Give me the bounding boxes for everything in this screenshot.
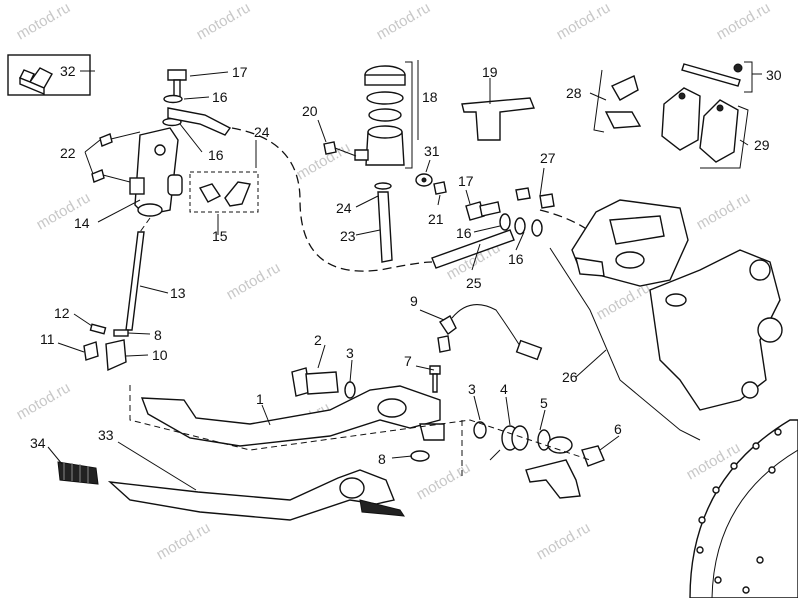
- spring-5: [537, 429, 573, 454]
- watermark: motod.ru: [554, 0, 614, 43]
- kit-15: [189, 171, 259, 213]
- callout-12: 12: [54, 305, 70, 321]
- callout-labels: 32 17 16 16 24 22 14 15 13 12 8 11 10 20…: [30, 63, 782, 467]
- callout-11: 11: [40, 331, 55, 347]
- watermark: motod.ru: [194, 0, 254, 43]
- pin-30: [681, 61, 753, 93]
- return-spring-4: [489, 425, 529, 461]
- pushrod-13: [125, 217, 151, 331]
- washer-3a: [344, 381, 356, 399]
- watermark: motod.ru: [154, 519, 214, 563]
- callout-13: 13: [170, 285, 186, 301]
- callout-3: 3: [346, 345, 354, 361]
- callout-25: 25: [466, 275, 482, 291]
- callout-4: 4: [500, 381, 508, 397]
- hose-route: [231, 127, 433, 272]
- caliper-carrier-26: [649, 249, 783, 411]
- callout-14: 14: [74, 215, 90, 231]
- callout-8: 8: [378, 451, 386, 467]
- callout-29: 29: [754, 137, 770, 153]
- nut-21: [433, 181, 447, 195]
- callout-17: 17: [232, 64, 248, 80]
- callout-31: 31: [424, 143, 440, 159]
- callout-34: 34: [30, 435, 46, 451]
- bleeder-27: [515, 187, 555, 209]
- pivot-bolt-2: [291, 367, 339, 397]
- leaders: [47, 60, 762, 491]
- callout-32: 32: [60, 63, 76, 79]
- watermark: motod.ru: [224, 259, 284, 303]
- callout-21: 21: [428, 211, 444, 227]
- callout-6: 6: [614, 421, 622, 437]
- small-parts-8-10-11-12: [83, 323, 129, 372]
- bolts-22: [91, 131, 141, 183]
- brake-pads-29: [661, 87, 749, 169]
- callout-18: 18: [422, 89, 438, 105]
- washer-31: [415, 173, 433, 187]
- brake-hose-25: [431, 229, 515, 269]
- callout-16: 16: [212, 89, 228, 105]
- callout-1: 1: [256, 391, 264, 407]
- bracket-19: [461, 97, 535, 141]
- callout-16: 16: [456, 225, 472, 241]
- callout-24: 24: [254, 124, 270, 140]
- bolt-20: [323, 141, 357, 157]
- callout-10: 10: [152, 347, 168, 363]
- sensor-9: [437, 304, 543, 361]
- bolt-17: [167, 69, 187, 99]
- callout-20: 20: [302, 103, 318, 119]
- callout-16: 16: [508, 251, 524, 267]
- callout-2: 2: [314, 332, 322, 348]
- washers-16b: [499, 213, 543, 237]
- pin-8b: [410, 450, 430, 462]
- callout-15: 15: [212, 228, 228, 244]
- leader-26: [549, 247, 701, 441]
- watermark: motod.ru: [374, 0, 434, 43]
- callout-24: 24: [336, 200, 352, 216]
- callout-19: 19: [482, 64, 498, 80]
- callout-17: 17: [458, 173, 474, 189]
- gear-lever-33: [107, 469, 405, 521]
- spring-clip-28: [593, 69, 642, 133]
- watermark: motod.ru: [694, 189, 754, 233]
- callout-8: 8: [154, 327, 162, 343]
- clip-32: [7, 54, 91, 96]
- bolt-17b: [465, 201, 501, 221]
- callout-33: 33: [98, 427, 114, 443]
- reservoir-18: [354, 61, 413, 169]
- axis-line: [129, 385, 591, 461]
- callout-23: 23: [340, 228, 356, 244]
- washer-3b: [473, 421, 487, 439]
- callout-22: 22: [60, 145, 76, 161]
- callout-26: 26: [562, 369, 578, 385]
- caliper: [571, 199, 689, 287]
- watermark: motod.ru: [714, 0, 774, 43]
- watermark: motod.ru: [414, 459, 474, 503]
- callout-3: 3: [468, 381, 476, 397]
- callout-7: 7: [404, 353, 412, 369]
- watermark: motod.ru: [294, 139, 354, 183]
- callout-5: 5: [540, 395, 548, 411]
- callout-9: 9: [410, 293, 418, 309]
- frame-bracket: [525, 459, 581, 499]
- watermark: motod.ru: [534, 519, 594, 563]
- watermark: motod.ru: [14, 0, 74, 43]
- callout-27: 27: [540, 150, 556, 166]
- brake-pedal-1: [140, 385, 445, 447]
- master-cylinder-14: [129, 127, 183, 217]
- callout-28: 28: [566, 85, 582, 101]
- rubber-peg-34: [57, 461, 99, 485]
- hose-23: [374, 182, 393, 263]
- brake-disc: [689, 419, 798, 598]
- bolt-7: [429, 365, 441, 393]
- nut-6: [581, 445, 605, 467]
- callout-30: 30: [766, 67, 782, 83]
- callout-16: 16: [208, 147, 224, 163]
- banjo-hose: [167, 107, 232, 136]
- watermark: motod.ru: [14, 379, 74, 423]
